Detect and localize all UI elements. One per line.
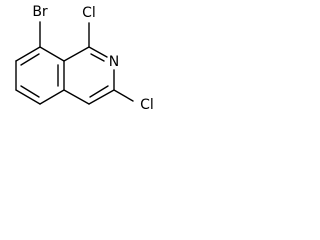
bond-c3-cl: [113, 89, 134, 102]
bond-c8a-c1: [63, 46, 90, 62]
bond-c4-c4a: [63, 89, 90, 105]
bond-c8a-c8: [39, 46, 65, 62]
bond-c6-c5: [15, 89, 41, 105]
bond-c1-n2: [88, 46, 108, 58]
atom-label-cl-1: Cl: [82, 5, 96, 21]
bond-c3-c4: [88, 89, 115, 105]
chemical-structure: Br Cl N Cl: [15, 4, 154, 113]
atom-label-n: N: [109, 54, 119, 70]
bond-c8-c7: [15, 46, 41, 62]
atom-label-cl-3: Cl: [140, 97, 154, 113]
atom-labels: Br Cl N Cl: [32, 4, 154, 113]
bond-c1-n2-inner: [90, 53, 105, 62]
bond-c8-c7-inner: [20, 53, 40, 66]
bonds: [15, 21, 134, 105]
bond-c3-c4-inner: [89, 85, 109, 98]
bond-c5-c4a: [39, 89, 65, 105]
bond-c6-c5-inner: [20, 85, 40, 98]
atom-label-br: Br: [32, 4, 48, 20]
